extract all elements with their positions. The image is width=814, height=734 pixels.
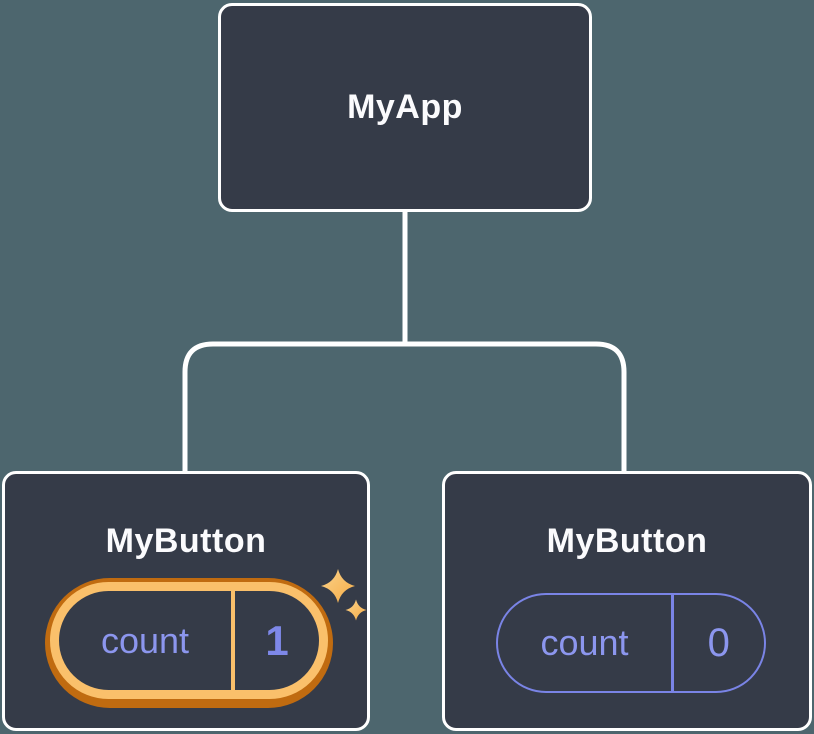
pill-divider <box>231 591 235 690</box>
state-pill-highlighted: count 1 <box>45 578 333 708</box>
state-value-label: 0 <box>707 620 730 665</box>
node-mybutton-2-label: MyButton <box>546 522 708 560</box>
state-value-label: 1 <box>265 616 289 664</box>
node-myapp: MyApp <box>218 3 592 212</box>
connector-branch <box>182 341 627 473</box>
state-value-cell: 1 <box>235 591 319 690</box>
state-key-label: count <box>100 619 190 661</box>
node-mybutton-2: MyButton count 0 <box>442 471 812 731</box>
node-mybutton-1-label: MyButton <box>105 522 267 560</box>
node-mybutton-1: MyButton count 1 <box>2 471 370 731</box>
sparkles-icon <box>321 569 367 621</box>
state-value-cell: 0 <box>674 595 765 691</box>
node-myapp-label: MyApp <box>347 88 463 126</box>
state-key-cell: count <box>498 595 671 691</box>
state-key-cell: count <box>59 591 231 690</box>
pill-divider <box>671 595 674 691</box>
state-key-label: count <box>540 622 629 663</box>
state-pill-highlighted-ring: count 1 <box>50 582 328 699</box>
state-pill: count 0 <box>496 593 766 693</box>
